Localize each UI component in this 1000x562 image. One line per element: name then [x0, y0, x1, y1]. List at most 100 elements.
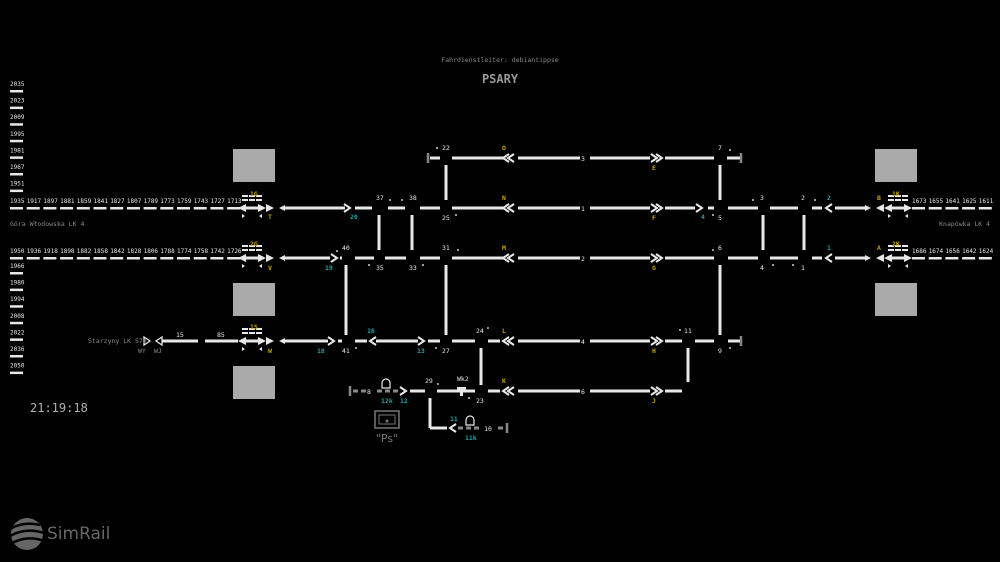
block-segment[interactable] — [912, 257, 925, 260]
signal-H[interactable]: H — [652, 347, 656, 355]
block-segment[interactable] — [110, 207, 124, 210]
derailer-icon[interactable] — [460, 390, 463, 396]
block-segment[interactable] — [10, 90, 23, 93]
signal-T[interactable]: T — [268, 213, 272, 221]
block-segment[interactable] — [978, 207, 992, 210]
block-segment[interactable] — [143, 257, 157, 260]
block-segment[interactable] — [10, 207, 23, 210]
chevron-right-icon[interactable] — [343, 203, 352, 213]
indicator-box[interactable] — [233, 283, 275, 316]
chevron-left-icon[interactable] — [501, 153, 510, 163]
block-segment[interactable] — [10, 355, 23, 358]
block-segment[interactable] — [110, 257, 124, 260]
arrow-left-icon[interactable] — [238, 204, 246, 212]
signal-O[interactable]: O — [502, 144, 506, 152]
block-segment[interactable] — [210, 207, 224, 210]
chevron-right-icon[interactable] — [327, 336, 336, 346]
chevron-right-icon[interactable] — [655, 386, 664, 396]
signal-triangle-right-icon[interactable] — [266, 254, 274, 262]
block-segment[interactable] — [93, 207, 107, 210]
switch-2[interactable]: 2 — [801, 194, 805, 202]
block-segment[interactable] — [10, 139, 23, 143]
signal-M[interactable]: M — [502, 244, 506, 252]
block-segment[interactable] — [26, 207, 40, 210]
shunt-signal-20[interactable]: 20 — [350, 213, 358, 221]
indicator-box[interactable] — [233, 366, 275, 399]
signal-triangle-left-icon[interactable] — [876, 204, 884, 212]
chevron-left-icon[interactable] — [824, 203, 833, 213]
signal-J[interactable]: J — [652, 397, 656, 405]
signal-1K-label[interactable]: 1K — [892, 190, 900, 198]
arrow-right-icon[interactable] — [258, 204, 266, 212]
shunt-signal-18[interactable]: 18 — [317, 347, 325, 355]
signal-triangle-right-icon[interactable] — [865, 255, 871, 261]
signal-2G-label[interactable]: 2G — [250, 240, 258, 248]
shunt-signal-12[interactable]: 12 — [400, 397, 408, 405]
shunt-signal-16[interactable]: 16 — [367, 327, 375, 335]
switch-22[interactable]: 22 — [442, 144, 450, 152]
signal-G[interactable]: G — [652, 264, 656, 272]
switch-24[interactable]: 24 — [476, 327, 484, 335]
shunt-signal-12k[interactable]: 12k — [381, 397, 393, 405]
signal-F[interactable]: F — [652, 214, 656, 222]
chevron-right-icon[interactable] — [650, 336, 659, 346]
switch-1[interactable]: 1 — [801, 264, 805, 272]
block-segment[interactable] — [978, 257, 992, 260]
chevron-right-icon[interactable] — [655, 253, 664, 263]
switch-9[interactable]: 9 — [718, 347, 722, 355]
chevron-left-icon[interactable] — [501, 203, 510, 213]
block-segment[interactable] — [160, 207, 174, 210]
indicator-box[interactable] — [233, 149, 275, 182]
switch-3[interactable]: 3 — [760, 194, 764, 202]
switch-23[interactable]: 23 — [476, 397, 484, 405]
switch-5[interactable]: 5 — [718, 214, 722, 222]
signal-1S-label[interactable]: 1S — [250, 323, 258, 331]
indicator-box[interactable] — [875, 149, 917, 182]
block-segment[interactable] — [193, 207, 207, 210]
switch-31[interactable]: 31 — [442, 244, 450, 252]
block-segment[interactable] — [193, 257, 207, 260]
signal-1G-label[interactable]: 1G — [250, 190, 258, 198]
signal-N[interactable]: N — [502, 194, 506, 202]
switch-11[interactable]: 11 — [684, 327, 692, 335]
chevron-left-icon[interactable] — [506, 386, 515, 396]
switch-6[interactable]: 6 — [718, 244, 722, 252]
arrow-left-icon[interactable] — [238, 254, 246, 262]
chevron-right-icon[interactable] — [695, 203, 704, 213]
block-segment[interactable] — [928, 257, 942, 260]
shunt-signal-2[interactable]: 2 — [827, 194, 831, 202]
chevron-left-icon[interactable] — [501, 386, 510, 396]
signal-K[interactable]: K — [502, 377, 506, 385]
switch-37[interactable]: 37 — [376, 194, 384, 202]
block-segment[interactable] — [126, 207, 140, 210]
switch-33[interactable]: 33 — [409, 264, 417, 272]
block-segment[interactable] — [143, 207, 157, 210]
block-segment[interactable] — [43, 257, 57, 260]
chevron-left-icon[interactable] — [501, 336, 510, 346]
block-segment[interactable] — [76, 257, 90, 260]
signal-triangle-left-icon[interactable] — [279, 205, 285, 211]
block-segment[interactable] — [10, 257, 23, 260]
block-segment[interactable] — [945, 207, 959, 210]
signal-W[interactable]: W — [268, 347, 272, 355]
block-segment[interactable] — [227, 207, 241, 210]
switch-4[interactable]: 4 — [760, 264, 764, 272]
chevron-left-icon[interactable] — [506, 253, 515, 263]
indicator-box[interactable] — [875, 283, 917, 316]
switch-38[interactable]: 38 — [409, 194, 417, 202]
block-segment[interactable] — [10, 321, 23, 325]
block-segment[interactable] — [10, 272, 23, 275]
chevron-left-icon[interactable] — [448, 423, 457, 433]
signal-E[interactable]: E — [652, 164, 656, 172]
chevron-right-icon[interactable] — [330, 253, 339, 263]
chevron-right-icon[interactable] — [417, 336, 426, 346]
chevron-right-icon[interactable] — [399, 386, 408, 396]
signal-WJ-icon[interactable] — [154, 335, 163, 347]
block-segment[interactable] — [10, 305, 23, 308]
block-segment[interactable] — [60, 257, 74, 260]
switch-29[interactable]: 29 — [425, 377, 433, 385]
switch-41[interactable]: 41 — [342, 347, 350, 355]
shunt-signal-dwarf-icon[interactable] — [381, 378, 391, 389]
block-segment[interactable] — [126, 257, 140, 260]
switch-27[interactable]: 27 — [442, 347, 450, 355]
